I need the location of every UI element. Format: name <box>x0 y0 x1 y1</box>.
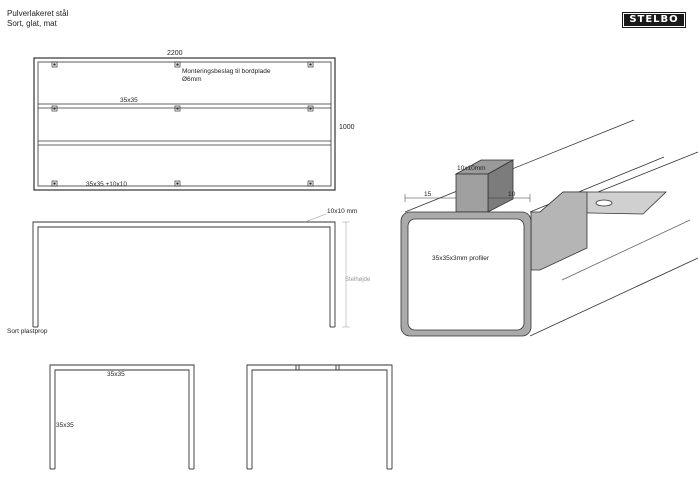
mounting-bracket-label: Monteringsbeslag til bordplade <box>182 68 271 75</box>
profile-detail <box>400 119 699 337</box>
side-leg-profile-label: 35x35 <box>56 422 74 429</box>
side-top-profile-label: 35x35 <box>107 371 125 378</box>
middle-profile-label: 35x35 <box>120 97 138 104</box>
profile-size-label: 35x35x3mm profiler <box>432 255 490 262</box>
drawing-title: Pulverlakeret stål <box>7 9 69 18</box>
height-dimension: 1000 <box>339 124 355 131</box>
stelbo-logo: STELBO <box>622 12 686 28</box>
width-dimension: 2200 <box>167 50 183 57</box>
detail-bar-label: 10x10mm <box>457 165 486 172</box>
mounting-hole-label: Ø6mm <box>182 76 202 83</box>
mounting-brackets <box>51 61 314 187</box>
plastic-foot-label: Sort plastprop <box>7 328 48 335</box>
frame-height-label: Stelhøjde <box>345 277 371 283</box>
side-view-right <box>246 364 393 470</box>
drawing-subtitle: Sort, glat, mat <box>7 19 57 28</box>
detail-left-dimension: 15 <box>424 191 432 198</box>
front-view <box>32 213 350 328</box>
side-view-left <box>49 364 195 470</box>
top-view <box>33 57 336 191</box>
detail-right-dimension: 10 <box>508 191 516 198</box>
bottom-profile-label: 35x35 +10x10 <box>86 181 127 188</box>
bar-size-label: 10x10 mm <box>327 208 357 215</box>
